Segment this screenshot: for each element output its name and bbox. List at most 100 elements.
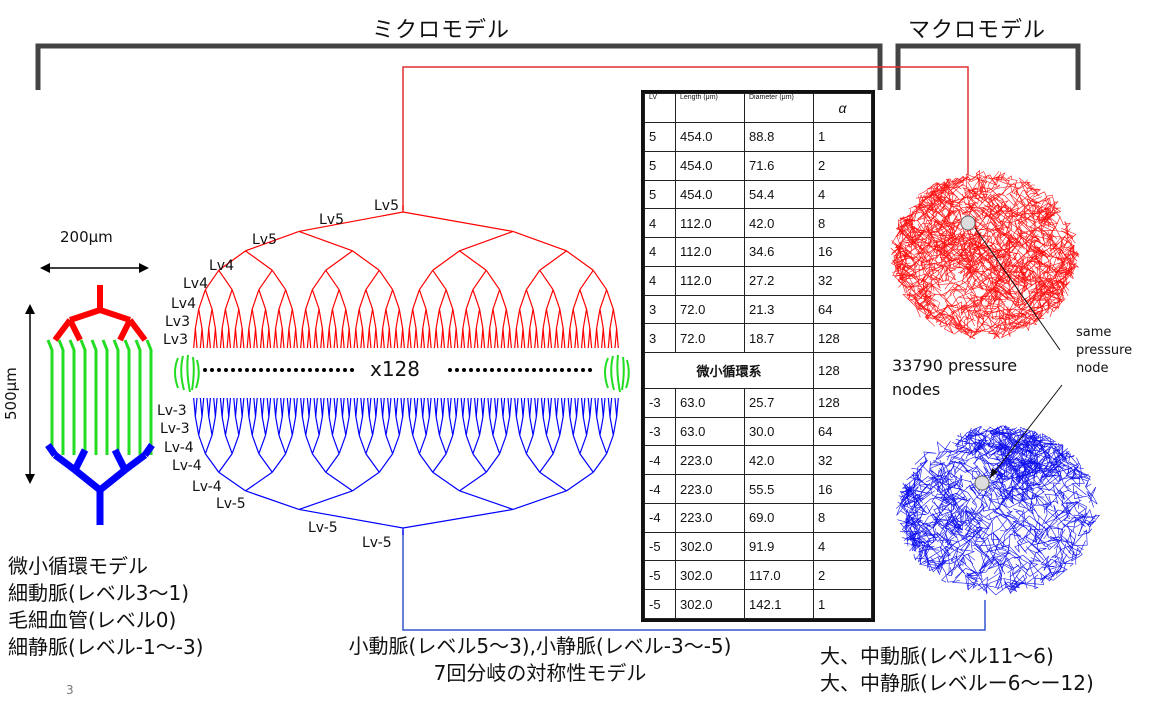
micro-circulation-label: 微小循環系 (644, 352, 814, 389)
table-cell: 2 (813, 150, 872, 181)
table-cell: 30.0 (744, 416, 814, 447)
table-cell: 32 (813, 265, 872, 296)
pressure-node-artery (960, 215, 976, 231)
table-cell: 64 (813, 294, 872, 325)
level-label: Lv-3 (157, 403, 187, 419)
level-label: Lv4 (183, 276, 208, 292)
right-caption-line: 大、中動脈(レベル11〜6) (820, 644, 1054, 668)
table-cell: -4 (644, 474, 676, 504)
table-cell: -3 (644, 387, 676, 418)
macro-bracket (895, 43, 1081, 90)
table-cell: 34.6 (744, 237, 814, 267)
table-cell: 128 (813, 387, 872, 418)
left-caption-line: 細動脈(レベル3〜1) (8, 581, 190, 605)
height-dimension-label: 500μm (2, 367, 20, 420)
vein-tree (193, 397, 619, 535)
table-cell: 4 (813, 531, 872, 562)
table-cell: 63.0 (675, 416, 745, 447)
center-caption-line: 7回分岐の対称性モデル (433, 661, 647, 685)
microcirculation-unit (25, 263, 155, 525)
table-cell: 91.9 (744, 531, 814, 562)
level-label: Lv-5 (216, 496, 246, 512)
center-caption: 小動脈(レベル5〜3),小静脈(レベル-3〜-5) 7回分岐の対称性モデル (310, 633, 770, 687)
table-cell: -5 (644, 531, 676, 562)
table-cell: -4 (644, 445, 676, 476)
pressure-nodes-line: nodes (892, 380, 941, 399)
table-cell: 142.1 (744, 589, 814, 619)
level-label: Lv4 (171, 296, 196, 312)
table-cell: 223.0 (675, 502, 745, 533)
table-cell: 5 (644, 179, 676, 210)
center-caption-line: 小動脈(レベル5〜3),小静脈(レベル-3〜-5) (348, 634, 732, 658)
table-cell: 302.0 (675, 531, 745, 562)
table-cell: 88.8 (744, 122, 814, 152)
same-node-line: same (1076, 325, 1112, 340)
table-cell: 18.7 (744, 323, 814, 354)
right-caption-line: 大、中静脈(レベルー6〜ー12) (820, 671, 1094, 695)
left-capillary-blob (174, 354, 200, 393)
table-cell: 27.2 (744, 265, 814, 296)
table-cell: 128 (813, 323, 872, 354)
level-label: Lv-4 (164, 440, 194, 456)
level-label: Lv5 (374, 198, 399, 214)
level-label: Lv4 (209, 258, 234, 274)
level-label: Lv5 (252, 232, 277, 248)
table-cell: 117.0 (744, 560, 814, 591)
table-cell: 16 (813, 237, 872, 267)
table-cell: 4 (644, 237, 676, 267)
level-label: Lv3 (163, 332, 188, 348)
multiplier-dots (203, 368, 592, 372)
table-cell: 55.5 (744, 474, 814, 504)
level-label: Lv5 (319, 212, 344, 228)
table-cell: 454.0 (675, 179, 745, 210)
header-diameter: Diameter (μm) (744, 93, 814, 123)
table-cell: 64 (813, 416, 872, 447)
macro-model-title: マクロモデル (908, 18, 1047, 43)
micro-bracket (35, 43, 883, 90)
table-cell: 16 (813, 474, 872, 504)
table-cell: 32 (813, 445, 872, 476)
table-cell: 2 (813, 560, 872, 591)
table-cell: 223.0 (675, 445, 745, 476)
table-cell: 112.0 (675, 265, 745, 296)
same-node-line: node (1076, 361, 1109, 376)
table-cell: 302.0 (675, 589, 745, 619)
table-cell: 112.0 (675, 208, 745, 238)
table-cell: 42.0 (744, 208, 814, 238)
table-cell: 21.3 (744, 294, 814, 325)
table-cell: 128 (813, 352, 872, 389)
table-cell: 4 (644, 265, 676, 296)
table-cell: -5 (644, 589, 676, 619)
same-node-label: same pressure node (1076, 324, 1132, 378)
table-cell: 71.6 (744, 150, 814, 181)
table-cell: 25.7 (744, 387, 814, 418)
same-node-line: pressure (1076, 343, 1133, 358)
left-caption-line: 微小循環モデル (8, 554, 148, 578)
level-label: Lv-5 (308, 520, 338, 536)
level-label: Lv-3 (160, 421, 190, 437)
width-dimension-label: 200μm (60, 228, 113, 246)
pressure-nodes-line: 33790 pressure (892, 356, 1018, 375)
table-cell: 54.4 (744, 179, 814, 210)
right-caption: 大、中動脈(レベル11〜6) 大、中静脈(レベルー6〜ー12) (820, 643, 1094, 697)
vein-connector-line (402, 530, 986, 631)
left-caption-line: 細静脈(レベル-1〜-3) (8, 635, 204, 659)
level-label: Lv-5 (362, 535, 392, 551)
